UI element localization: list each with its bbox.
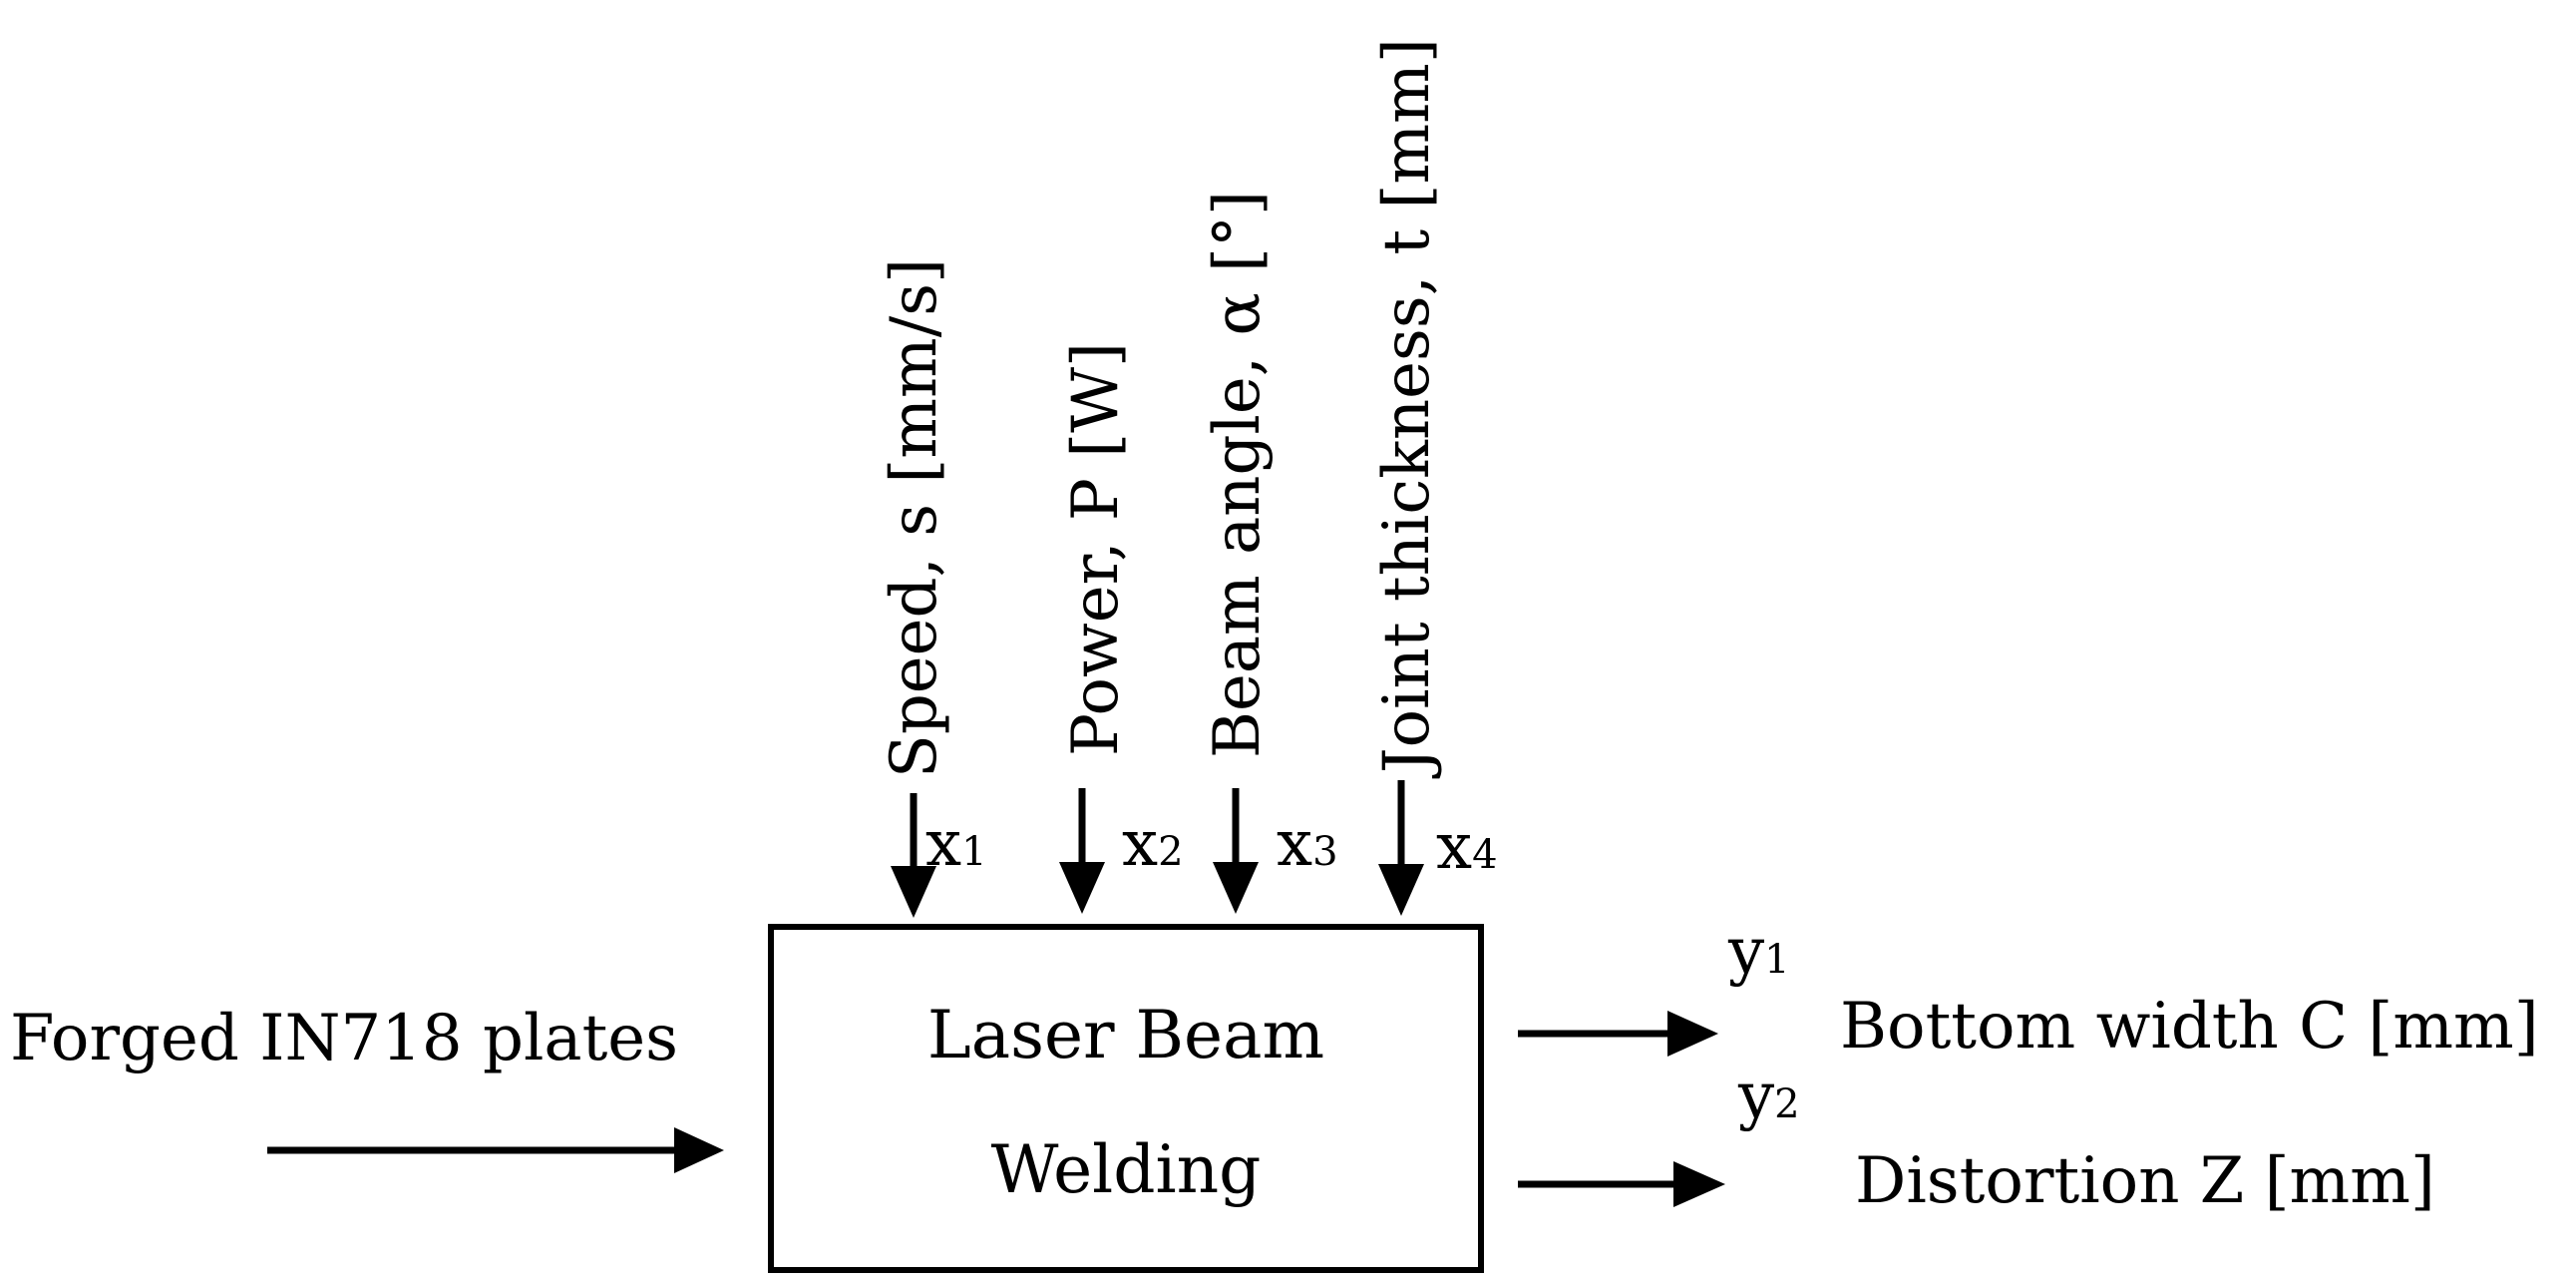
factor-label-speed: Speed, s [mm/s]	[878, 258, 951, 778]
input-arrow	[267, 1127, 724, 1173]
process-box	[768, 924, 1484, 1273]
factor-label-power: Power, P [W]	[1059, 342, 1133, 756]
process-label-line1: Laser Beam	[927, 997, 1324, 1073]
response-label-bottom-width: Bottom width C [mm]	[1840, 990, 2539, 1064]
response-1: y1 Bottom width C [mm]	[1518, 915, 2539, 1064]
response-label-distortion: Distortion Z [mm]	[1855, 1144, 2435, 1218]
input-label: Forged IN718 plates	[10, 1002, 678, 1075]
factor-2: Power, P [W] x2	[1059, 342, 1184, 914]
factor-var-x2: x2	[1122, 807, 1184, 881]
process-label-line2: Welding	[991, 1131, 1262, 1208]
response-var-y2: y2	[1737, 1060, 1800, 1133]
factor-var-x3: x3	[1277, 807, 1338, 881]
factor-label-joint-thickness: Joint thickness, t [mm]	[1370, 38, 1444, 779]
response-2: y2 Distortion Z [mm]	[1518, 1060, 2435, 1218]
factor-label-beam-angle: Beam angle, α [°]	[1201, 191, 1275, 758]
factor-1: Speed, s [mm/s] x1	[878, 258, 987, 918]
factor-var-x4: x4	[1436, 810, 1498, 884]
factor-4: Joint thickness, t [mm] x4	[1370, 38, 1498, 916]
response-var-y1: y1	[1727, 915, 1790, 989]
factor-3: Beam angle, α [°] x3	[1201, 191, 1338, 914]
factor-var-x1: x1	[925, 807, 987, 881]
